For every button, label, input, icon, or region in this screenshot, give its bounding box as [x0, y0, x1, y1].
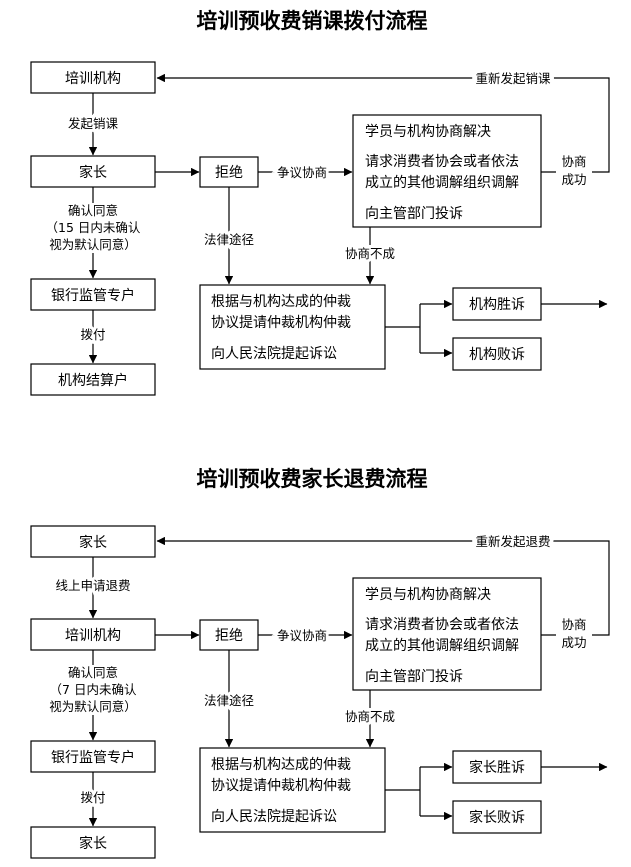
negotiation-line-1: 学员与机构协商解决 [365, 587, 491, 603]
svg-text:协商: 协商 [561, 617, 586, 632]
svg-text:视为默认同意）: 视为默认同意） [49, 699, 137, 714]
negotiation-box [352, 577, 542, 691]
step2-edge-label: 确认同意 （7 日内未确认 视为默认同意） [40, 665, 146, 715]
win-label: 机构胜诉 [469, 297, 525, 313]
step1-edge-label: 线上申请退费 [55, 578, 130, 593]
negotiation-line-2: 请求消费者协会或者依法 [365, 154, 519, 170]
lose-box [452, 800, 542, 834]
flow-1: 培训预收费销课拨付流程 培训机构 家长 银行监管专户 机构结算户 发起销课 确认… [30, 9, 610, 396]
lose-box [452, 337, 542, 371]
reject-label: 拒绝 [215, 628, 243, 644]
step3-edge-label: 拨付 [80, 327, 105, 342]
legal-line-3: 向人民法院提起诉讼 [211, 346, 337, 362]
restart-label: 重新发起退费 [475, 534, 550, 549]
step3-edge-label: 拨付 [80, 790, 105, 805]
flow-2: 培训预收费家长退费流程 家长 培训机构 银行监管专户 家长 线上申请退费 确认同… [30, 467, 610, 859]
step4-box [30, 363, 156, 396]
win-box [452, 287, 542, 321]
step2-edge-label: 确认同意 （15 日内未确认 视为默认同意） [40, 203, 146, 253]
dispute-label: 争议协商 [277, 165, 327, 180]
dispute-label: 争议协商 [277, 628, 327, 643]
step1-edge-label: 发起销课 [68, 116, 119, 131]
negotiation-line-3: 成立的其他调解组织调解 [365, 638, 519, 654]
flow-title: 培训预收费家长退费流程 [197, 467, 428, 491]
flow-title: 培训预收费销课拨付流程 [197, 9, 428, 33]
step1-box [30, 525, 156, 558]
legal-line-2: 协议提请仲裁机构仲裁 [211, 315, 351, 331]
step2-label: 家长 [79, 164, 107, 181]
step2-box [30, 155, 156, 188]
legal-box [199, 747, 386, 833]
step4-box [30, 826, 156, 859]
legal-label: 法律途径 [204, 693, 254, 708]
restart-label: 重新发起销课 [475, 71, 551, 86]
step3-box [30, 740, 156, 773]
negotiation-line-2: 请求消费者协会或者依法 [365, 617, 519, 633]
step1-label: 家长 [79, 534, 107, 551]
legal-label: 法律途径 [204, 232, 254, 247]
reject-box [199, 619, 259, 651]
legal-line-1: 根据与机构达成的仲裁 [211, 294, 351, 310]
win-label: 家长胜诉 [469, 759, 525, 776]
win-box [452, 750, 542, 784]
step4-label: 机构结算户 [58, 372, 128, 389]
svg-text:确认同意: 确认同意 [68, 203, 118, 218]
negotiation-line-1: 学员与机构协商解决 [365, 124, 491, 140]
svg-text:（7 日内未确认: （7 日内未确认 [50, 682, 137, 697]
step1-label: 培训机构 [65, 71, 121, 87]
negotiation-box [352, 114, 542, 228]
step2-box [30, 618, 156, 651]
negotiation-line-4: 向主管部门投诉 [365, 206, 463, 222]
svg-text:协商: 协商 [561, 154, 586, 169]
legal-line-1: 根据与机构达成的仲裁 [211, 757, 351, 773]
lose-label: 家长败诉 [469, 809, 525, 826]
step4-label: 家长 [79, 835, 107, 852]
legal-box [199, 284, 386, 370]
step2-label: 培训机构 [65, 628, 121, 644]
negotiation-line-4: 向主管部门投诉 [365, 669, 463, 685]
svg-text:确认同意: 确认同意 [68, 665, 118, 680]
svg-text:成功: 成功 [561, 635, 586, 650]
reject-label: 拒绝 [215, 165, 243, 181]
svg-text:（15 日内未确认: （15 日内未确认 [46, 220, 141, 235]
svg-text:视为默认同意）: 视为默认同意） [49, 237, 137, 252]
fail-label: 协商不成 [345, 709, 395, 724]
negotiation-line-3: 成立的其他调解组织调解 [365, 175, 519, 191]
success-label: 协商 成功 [556, 152, 592, 190]
success-label: 协商 成功 [556, 615, 592, 653]
legal-line-2: 协议提请仲裁机构仲裁 [211, 778, 351, 794]
legal-line-3: 向人民法院提起诉讼 [211, 809, 337, 825]
fail-label: 协商不成 [345, 246, 395, 261]
step3-label: 银行监管专户 [51, 749, 135, 766]
reject-box [199, 156, 259, 188]
lose-label: 机构败诉 [469, 347, 525, 363]
svg-text:成功: 成功 [561, 172, 586, 187]
step3-label: 银行监管专户 [51, 287, 135, 304]
step1-box [30, 61, 156, 94]
